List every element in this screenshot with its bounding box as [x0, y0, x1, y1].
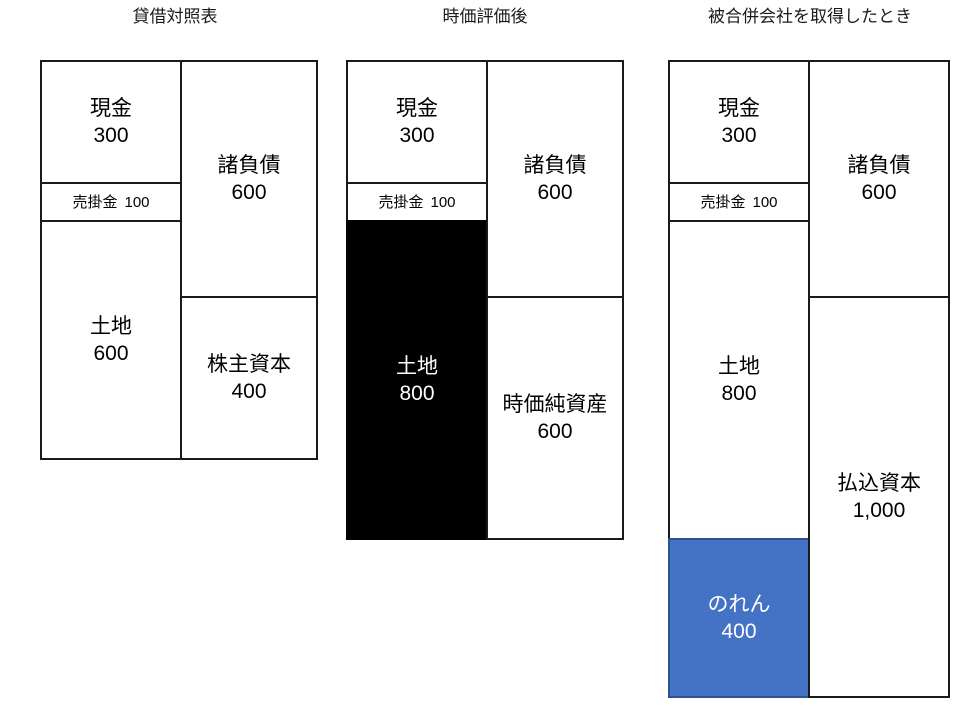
cell-label: 時価純資産: [502, 393, 608, 416]
cell-cash-acq: 現金 300: [668, 60, 810, 184]
cell-liabilities-acq: 諸負債 600: [808, 60, 950, 298]
title-balance-sheet: 貸借対照表: [132, 7, 218, 26]
cell-fair-value-net-assets-fv: 時価純資産 600: [486, 296, 624, 540]
cell-label: 現金: [90, 97, 132, 120]
cell-amount: 600: [93, 342, 129, 365]
cell-amount: 1,000: [852, 499, 906, 522]
cell-amount: 600: [861, 181, 897, 204]
cell-amount: 400: [721, 620, 757, 643]
cell-label: のれん: [707, 593, 771, 616]
cell-amount: 400: [231, 380, 267, 403]
cell-label: 売掛金: [72, 193, 118, 211]
cell-label: 現金: [718, 97, 760, 120]
cell-goodwill-acq: のれん 400: [668, 538, 810, 698]
cell-amount: 100: [430, 193, 456, 211]
cell-label: 諸負債: [523, 154, 587, 177]
cell-amount: 600: [537, 420, 573, 443]
cell-amount: 600: [537, 181, 573, 204]
title-acquisition: 被合併会社を取得したとき: [708, 7, 912, 26]
cell-label: 売掛金: [700, 193, 746, 211]
cell-receivables-fv: 売掛金 100: [346, 182, 488, 222]
cell-label: 現金: [396, 97, 438, 120]
cell-amount: 300: [93, 124, 129, 147]
cell-amount: 100: [124, 193, 150, 211]
cell-receivables-acq: 売掛金 100: [668, 182, 810, 222]
cell-cash-bs: 現金 300: [40, 60, 182, 184]
cell-receivables-bs: 売掛金 100: [40, 182, 182, 222]
cell-amount: 300: [721, 124, 757, 147]
cell-land-fv: 土地 800: [346, 220, 488, 540]
cell-label: 株主資本: [207, 353, 291, 376]
cell-shareholders-capital-bs: 株主資本 400: [180, 296, 318, 460]
cell-label: 払込資本: [837, 472, 921, 495]
cell-liabilities-bs: 諸負債 600: [180, 60, 318, 298]
title-after-fair-value: 時価評価後: [442, 7, 528, 26]
cell-amount: 300: [399, 124, 435, 147]
cell-cash-fv: 現金 300: [346, 60, 488, 184]
cell-label: 土地: [718, 355, 760, 378]
cell-paid-in-capital-acq: 払込資本 1,000: [808, 296, 950, 698]
cell-amount: 800: [721, 382, 757, 405]
cell-label: 土地: [396, 355, 438, 378]
cell-amount: 800: [399, 382, 435, 405]
cell-label: 土地: [90, 315, 132, 338]
cell-label: 売掛金: [378, 193, 424, 211]
cell-label: 諸負債: [847, 154, 911, 177]
cell-land-bs: 土地 600: [40, 220, 182, 460]
cell-label: 諸負債: [217, 154, 281, 177]
cell-amount: 100: [752, 193, 778, 211]
cell-amount: 600: [231, 181, 267, 204]
cell-land-acq: 土地 800: [668, 220, 810, 540]
cell-liabilities-fv: 諸負債 600: [486, 60, 624, 298]
